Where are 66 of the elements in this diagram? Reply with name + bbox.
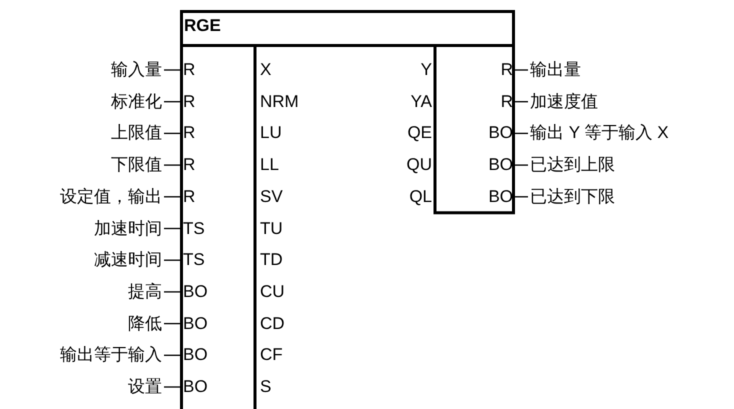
pin-line (515, 101, 528, 102)
pin-name: QL (409, 186, 432, 207)
input-label: 降低 (128, 314, 162, 334)
pin-line (164, 291, 180, 293)
pin-line (164, 164, 180, 166)
pin-type: BO (183, 377, 208, 397)
pin-name: YA (410, 92, 432, 112)
pin-name: Y (420, 60, 432, 80)
pin-line (164, 132, 180, 134)
input-label: 提高 (128, 282, 162, 302)
pin-type: BO (183, 282, 208, 302)
pin-type: R (500, 92, 513, 112)
pin-type: R (500, 60, 513, 80)
pin-type: BO (488, 123, 513, 144)
pin-name: CF (260, 345, 283, 366)
pin-type: TS (183, 218, 205, 238)
pin-line (164, 101, 180, 102)
pin-type: R (183, 155, 196, 176)
input-label: 标准化 (111, 92, 162, 112)
pin-name: CU (260, 282, 285, 302)
pin-line (515, 196, 528, 198)
input-label: 减速时间 (94, 250, 162, 270)
pin-name: NRM (260, 92, 299, 112)
output-label: 输出量 (530, 60, 581, 80)
output-label: 加速度值 (530, 92, 598, 112)
pin-line (164, 354, 180, 356)
pin-line (515, 164, 528, 166)
input-label: 设定值，输出 (60, 186, 162, 207)
pin-type: R (183, 60, 196, 80)
pin-name: X (260, 60, 272, 80)
input-label: 输出等于输入 (60, 345, 162, 366)
pin-name: QU (406, 155, 432, 176)
pin-type: R (183, 92, 196, 112)
pin-type: R (183, 186, 196, 207)
pin-line (164, 386, 180, 388)
pin-line (164, 228, 180, 230)
pin-line (164, 69, 180, 71)
function-block (180, 10, 515, 409)
pin-type: TS (183, 250, 205, 270)
block-title: RGE (184, 16, 221, 36)
pin-line (515, 132, 528, 134)
output-label: 输出 Y 等于输入 X (530, 123, 669, 144)
input-label: 上限值 (111, 123, 162, 144)
pin-line (164, 196, 180, 198)
input-label: 加速时间 (94, 218, 162, 238)
pin-name: SV (260, 186, 283, 207)
input-label: 输入量 (111, 60, 162, 80)
pin-line (515, 69, 528, 71)
pin-type: BO (488, 155, 513, 176)
output-label: 已达到下限 (530, 186, 615, 207)
pin-type: BO (488, 186, 513, 207)
input-label: 下限值 (111, 155, 162, 176)
output-label: 已达到上限 (530, 155, 615, 176)
pin-type: BO (183, 345, 208, 366)
pin-type: BO (183, 314, 208, 334)
pin-type: R (183, 123, 196, 144)
pin-line (164, 260, 180, 261)
pin-name: S (260, 377, 272, 397)
input-label: 设置 (128, 377, 162, 397)
pin-name: QE (407, 123, 432, 144)
pin-name: TD (260, 250, 283, 270)
pin-name: CD (260, 314, 285, 334)
pin-name: LL (260, 155, 279, 176)
pin-name: LU (260, 123, 282, 144)
pin-name: TU (260, 218, 283, 238)
pin-line (164, 322, 180, 324)
